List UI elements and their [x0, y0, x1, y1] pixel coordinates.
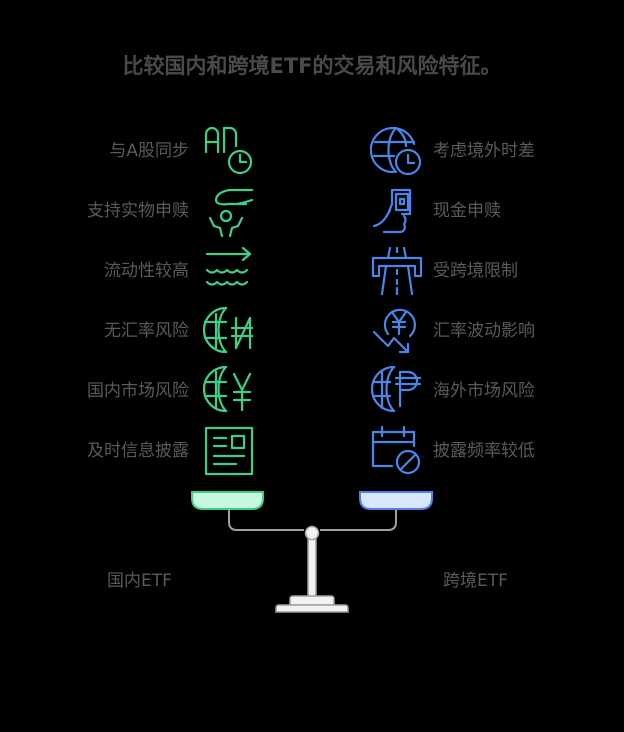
- globe-yen-icon: [202, 364, 256, 418]
- domestic-pan: [191, 491, 264, 510]
- calendar-blocked-icon: [370, 424, 424, 478]
- crossborder-item-label: 汇率波动影响: [433, 321, 535, 341]
- domestic-item-label: 国内市场风险: [87, 381, 189, 401]
- domestic-item-label: 流动性较高: [104, 261, 189, 281]
- hand-holding-cash-icon: [370, 184, 424, 238]
- diagram-title: 比较国内和跨境ETF的交易和风险特征。: [122, 54, 502, 78]
- scale-pole: [307, 537, 317, 599]
- border-gate-road-icon: [370, 244, 424, 298]
- crossborder-item-label: 现金申赎: [433, 201, 501, 221]
- scale-pivot: [304, 525, 320, 541]
- scale-base-top: [289, 595, 335, 606]
- a-shares-clock-icon: [202, 124, 256, 178]
- domestic-item-label: 及时信息披露: [87, 441, 189, 461]
- crossborder-item-label: 考虑境外时差: [433, 141, 535, 161]
- domestic-item-label: 支持实物申赎: [87, 201, 189, 221]
- news-document-icon: [202, 424, 256, 478]
- crossborder-item-label: 受跨境限制: [433, 261, 518, 281]
- hand-giving-person-icon: [202, 184, 256, 238]
- scale-base-bottom: [275, 604, 349, 613]
- water-flow-arrow-icon: [202, 244, 256, 298]
- globe-naira-icon: [202, 304, 256, 358]
- crossborder-etf-label: 跨境ETF: [443, 571, 508, 591]
- domestic-etf-label: 国内ETF: [107, 571, 172, 591]
- scale-arms: [228, 510, 397, 531]
- domestic-item-label: 与A股同步: [109, 141, 189, 161]
- globe-clock-icon: [370, 124, 424, 178]
- crossborder-item-label: 披露频率较低: [433, 441, 535, 461]
- yen-downtrend-icon: [370, 304, 424, 358]
- crossborder-pan: [359, 491, 433, 510]
- crossborder-item-label: 海外市场风险: [433, 381, 535, 401]
- globe-peso-icon: [370, 364, 424, 418]
- domestic-item-label: 无汇率风险: [104, 321, 189, 341]
